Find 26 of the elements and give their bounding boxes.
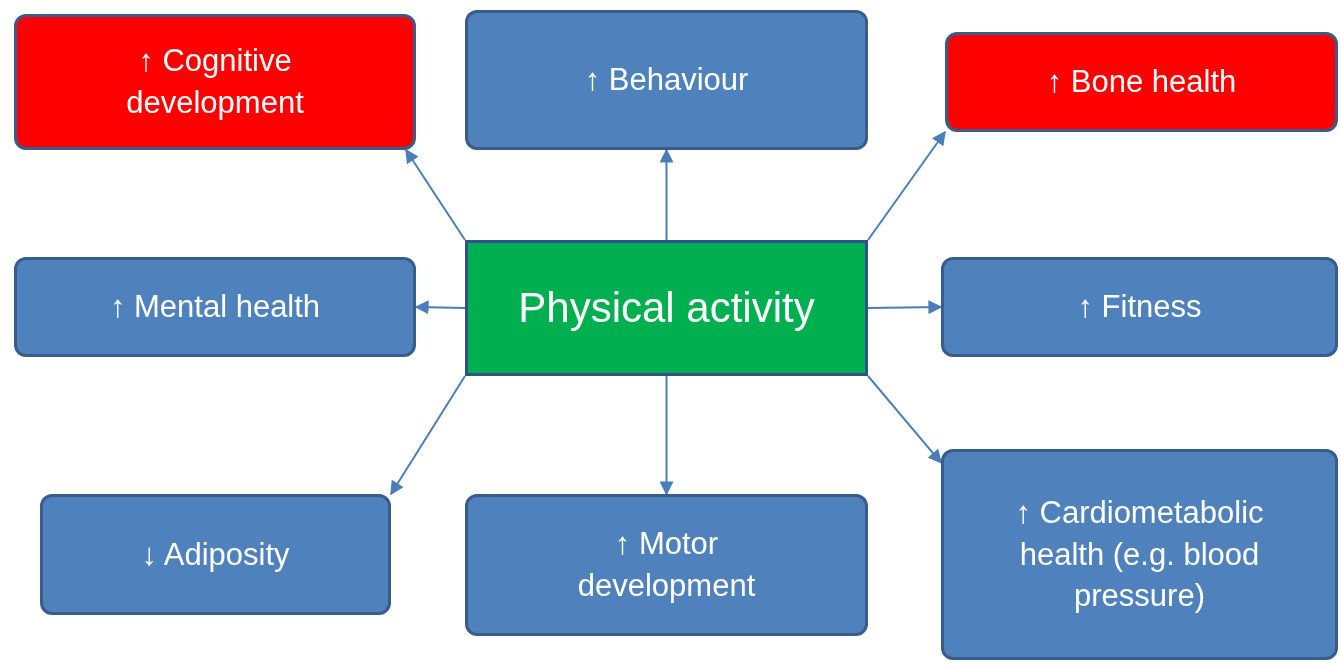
outcome-box	[941, 449, 1338, 660]
arrow	[404, 148, 466, 241]
box-label: ↓ Adiposity	[141, 535, 290, 574]
outcome-box	[40, 494, 391, 615]
outcome-box	[14, 257, 416, 357]
arrow	[390, 375, 466, 496]
box-label: ↑ Cognitive development	[125, 42, 305, 122]
outcome-box	[465, 10, 868, 150]
arrow	[867, 130, 946, 241]
box-label: ↑ Motor development	[576, 525, 757, 605]
outcome-box	[465, 494, 868, 636]
outcome-box	[14, 14, 416, 150]
arrow	[414, 300, 466, 315]
box-label: ↑ Fitness	[1077, 288, 1202, 327]
outcome-box	[945, 32, 1338, 132]
central-box	[465, 240, 868, 376]
arrow	[659, 148, 674, 241]
box-label: ↑ Bone health	[1046, 63, 1237, 102]
box-label: Physical activity	[518, 282, 815, 333]
arrow	[659, 375, 674, 496]
box-label: ↑ Cardiometabolic health (e.g. blood pressure)	[1014, 493, 1265, 616]
outcome-box	[941, 257, 1338, 357]
arrow	[867, 375, 942, 464]
box-label: ↑ Behaviour	[584, 61, 749, 100]
arrow	[867, 300, 943, 315]
box-label: ↑ Mental health	[109, 288, 321, 327]
